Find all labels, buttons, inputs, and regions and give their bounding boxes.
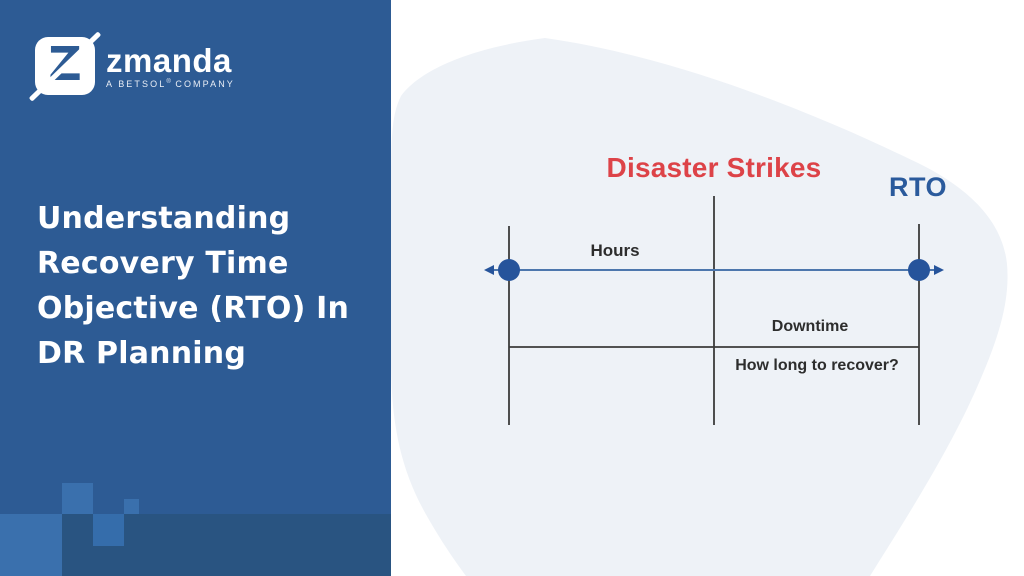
zmanda-logo: Z zmanda A BETSOL® COMPANY xyxy=(28,31,235,102)
arrowhead-left-icon xyxy=(484,265,494,275)
recover-question-label: How long to recover? xyxy=(735,357,899,374)
tagline-suffix: COMPANY xyxy=(175,78,235,89)
disaster-strikes-label: Disaster Strikes xyxy=(606,152,822,183)
timeline-marker-right xyxy=(908,259,930,281)
registered-mark: ® xyxy=(166,78,171,85)
brand-name: zmanda xyxy=(106,41,232,79)
logo-text: zmanda A BETSOL® COMPANY xyxy=(106,44,235,89)
title-line-2: Recovery Time xyxy=(37,246,289,281)
blob-shape xyxy=(391,38,1008,576)
title-line-3: Objective (RTO) In xyxy=(37,291,350,326)
downtime-label: Downtime xyxy=(771,318,849,335)
title-line-1: Understanding xyxy=(37,201,291,236)
hours-label: Hours xyxy=(590,241,640,260)
timeline-marker-left xyxy=(498,259,520,281)
page-title: Understanding Recovery Time Objective (R… xyxy=(37,196,349,376)
title-line-4: DR Planning xyxy=(37,336,246,371)
brand-tagline: A BETSOL® COMPANY xyxy=(106,79,235,89)
arrowhead-right-icon xyxy=(934,265,944,275)
pixel-square-large xyxy=(0,514,62,576)
pixel-square-small xyxy=(124,499,139,514)
pixel-square-mid-1 xyxy=(62,483,93,514)
left-panel: Z zmanda A BETSOL® COMPANY Understanding… xyxy=(0,0,391,576)
zmanda-logo-mark-icon: Z xyxy=(28,31,102,102)
rto-label: RTO xyxy=(888,172,948,202)
tagline-prefix: A BETSOL xyxy=(106,78,167,89)
pixel-square-mid-2 xyxy=(93,514,124,546)
